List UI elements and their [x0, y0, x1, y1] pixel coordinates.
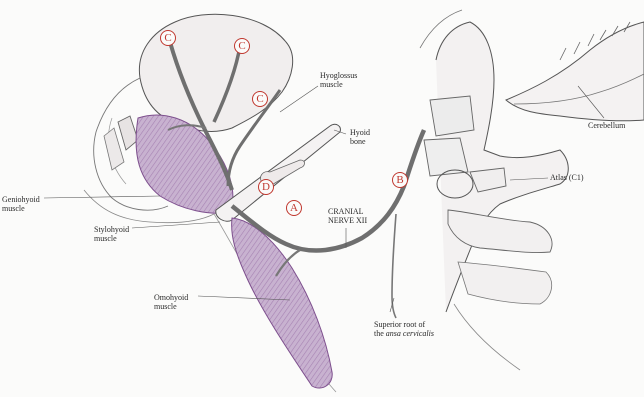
leader-geniohyoid	[44, 196, 160, 198]
marker-a: A	[286, 200, 302, 216]
marker-b: B	[392, 172, 408, 188]
marker-c-3: C	[252, 91, 268, 107]
cerebellum-shape	[506, 22, 644, 121]
marker-c-1: C	[160, 30, 176, 46]
posterior-neck-line	[454, 304, 520, 370]
vertebra-block-2	[424, 138, 468, 176]
cerebellum-label: Cerebellum	[588, 121, 625, 130]
mandible-fragment	[118, 116, 138, 150]
marker-c-2: C	[234, 38, 250, 54]
cervical-body-2	[458, 262, 552, 304]
marker-d: D	[258, 179, 274, 195]
vertebra-block	[430, 96, 474, 136]
atlas-label: Atlas (C1)	[550, 173, 584, 182]
leader-hyoglossus	[280, 86, 318, 112]
superior-root-label: Superior root of the ansa cervicalis	[374, 320, 434, 338]
mandible-fragment-2	[104, 128, 124, 170]
